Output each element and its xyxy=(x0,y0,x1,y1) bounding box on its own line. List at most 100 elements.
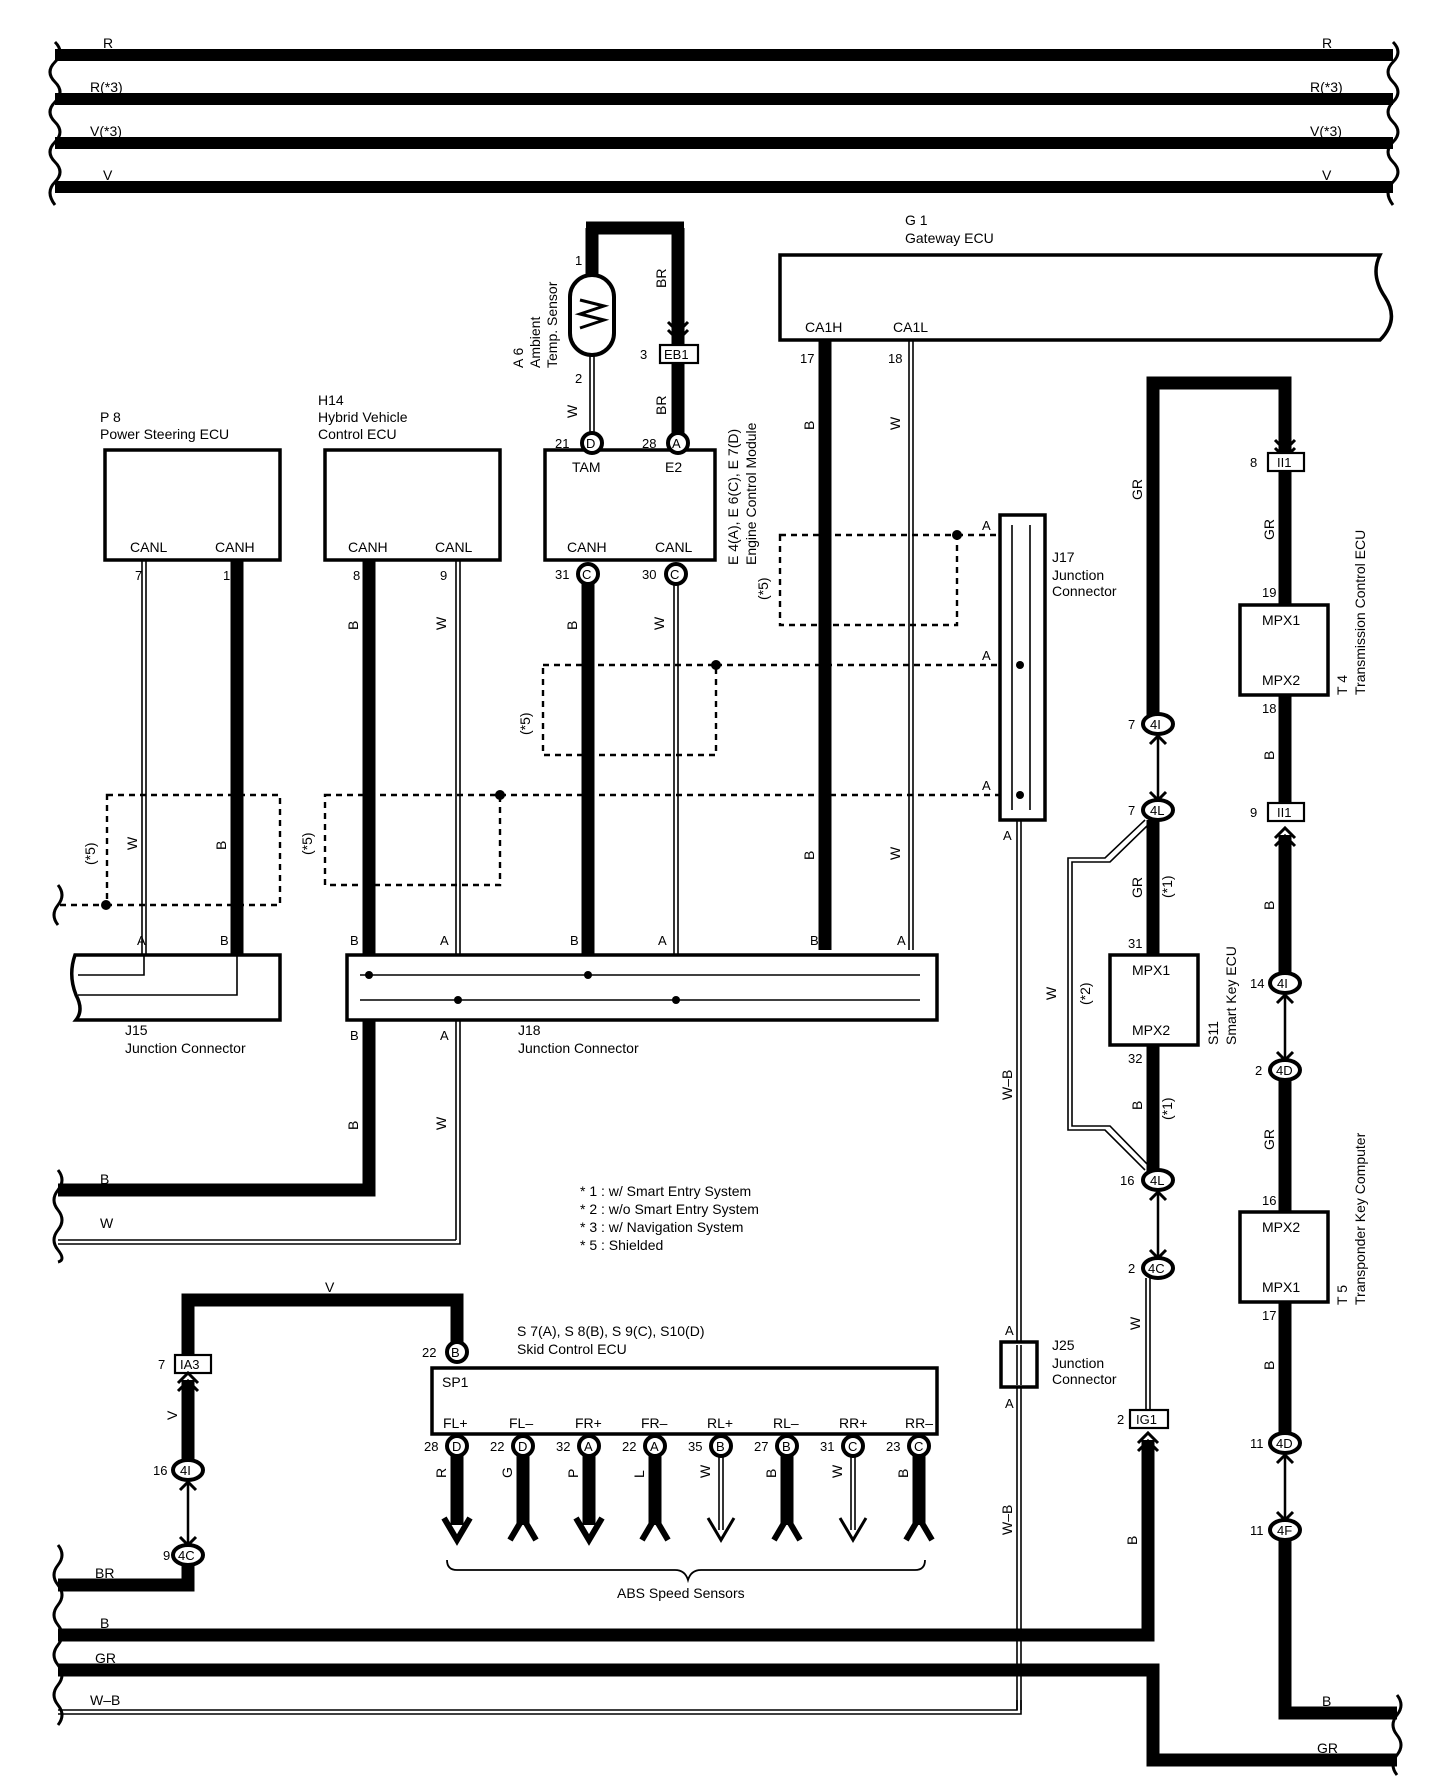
shield-ecm xyxy=(541,663,718,757)
component-id: J15 xyxy=(125,1022,148,1038)
pin-label: CA1L xyxy=(893,319,928,335)
sensor-arrow-icon xyxy=(507,1512,539,1542)
pin-label: CANH xyxy=(567,539,607,555)
wire-color: W xyxy=(1127,1316,1143,1330)
bus-label: W xyxy=(100,1215,114,1231)
pin-label: FR+ xyxy=(575,1415,602,1431)
pin-label: RL– xyxy=(773,1415,799,1431)
pin-number: 7 xyxy=(1128,803,1135,818)
pin-label: E2 xyxy=(665,459,682,475)
component-name: Junction xyxy=(1052,1355,1104,1371)
pin-number: 31 xyxy=(1128,936,1142,951)
legend-item: * 3 : w/ Navigation System xyxy=(580,1219,743,1235)
pin-letter: C xyxy=(848,1439,857,1454)
pin-label: RR– xyxy=(905,1415,933,1431)
pin-label: CANL xyxy=(130,539,168,555)
sensor-arrow-icon xyxy=(706,1517,736,1543)
connector-label: 4D xyxy=(1276,1063,1293,1078)
pin-number: 18 xyxy=(888,351,902,366)
pin-number: 7 xyxy=(1128,717,1135,732)
bus-label: B xyxy=(100,1171,109,1187)
bus-label: V xyxy=(103,167,113,183)
component-id: G 1 xyxy=(905,212,928,228)
wire-color: B xyxy=(1261,901,1277,910)
pin-number: 32 xyxy=(1128,1051,1142,1066)
pin-letter: A xyxy=(584,1439,593,1454)
pin-letter: D xyxy=(518,1439,527,1454)
pin-letter: A xyxy=(440,1028,449,1043)
pin-label: MPX1 xyxy=(1132,962,1170,978)
component-id: S 7(A), S 8(B), S 9(C), S10(D) xyxy=(517,1323,704,1339)
pin-number: 28 xyxy=(424,1439,438,1454)
top-bus-group: R R R(*3) R(*3) V(*3) V(*3) V V xyxy=(48,35,1400,206)
pin-number: 8 xyxy=(1250,455,1257,470)
component-name: Gateway ECU xyxy=(905,230,994,246)
bus-label: B xyxy=(1322,1693,1331,1709)
wire-color: W xyxy=(697,1464,713,1478)
gateway-ecu: G 1 Gateway ECU CA1H CA1L 17 18 xyxy=(778,212,1394,366)
pin-letter: A xyxy=(897,933,906,948)
wire-color: BR xyxy=(653,269,669,288)
pin-number: 35 xyxy=(688,1439,702,1454)
connector-label: 4L xyxy=(1150,803,1164,818)
pin-label: RR+ xyxy=(839,1415,867,1431)
pin-number: 9 xyxy=(163,1548,170,1563)
component-id: A 6 xyxy=(510,348,526,368)
pin-letter: B xyxy=(350,1028,359,1043)
wire-color: V xyxy=(164,1410,180,1420)
pin-letter: A xyxy=(982,648,991,663)
wire-color: W xyxy=(829,1464,845,1478)
pin-number: 11 xyxy=(1250,1523,1264,1538)
j18-junction-connector: B A B A B A B A J18 Junction Connector xyxy=(345,933,939,1056)
component-name: Junction xyxy=(1052,567,1104,583)
pin-letter: B xyxy=(782,1439,791,1454)
skid-pins: FL+D28RFL–D22GFR+A32PFR–A22LRL+B35WRL–B2… xyxy=(424,1415,935,1546)
component-id: J25 xyxy=(1052,1337,1075,1353)
wire-color: GR xyxy=(1129,479,1145,500)
pin-letter: B xyxy=(451,1345,460,1360)
left-v-wire: IA3 7 V 4I 16 4C 9 xyxy=(58,1353,213,1592)
connector-label: II1 xyxy=(1277,805,1291,820)
pin-label: MPX2 xyxy=(1262,1219,1300,1235)
pin-number: 22 xyxy=(422,1345,436,1360)
component-name: Transponder Key Computer xyxy=(1352,1132,1368,1305)
pin-label: FR– xyxy=(641,1415,668,1431)
pin-number: 7 xyxy=(135,568,142,583)
bus-label: GR xyxy=(95,1650,116,1666)
pin-label: MPX2 xyxy=(1132,1022,1170,1038)
component-id: T 4 xyxy=(1334,675,1350,695)
component-id: H14 xyxy=(318,392,344,408)
pin-label: CANH xyxy=(348,539,388,555)
component-name: Hybrid Vehicle xyxy=(318,409,408,425)
wire-color: B xyxy=(895,1469,911,1478)
pin-letter: C xyxy=(914,1439,923,1454)
connector-label: 4D xyxy=(1276,1436,1293,1451)
pin-number: 19 xyxy=(1262,585,1276,600)
wire-color: W–B xyxy=(999,1505,1015,1535)
pin-number: 1 xyxy=(575,253,582,268)
pin-circle xyxy=(709,1434,733,1458)
pin-letter: A xyxy=(1005,1323,1014,1338)
component-id: T 5 xyxy=(1334,1285,1350,1305)
pin-circle xyxy=(841,1434,865,1458)
component-name: Engine Control Module xyxy=(743,422,759,565)
pin-letter: A xyxy=(650,1439,659,1454)
bus-label: GR xyxy=(1317,1740,1338,1756)
pin-number: 18 xyxy=(1262,701,1276,716)
pin-letter: A xyxy=(137,933,146,948)
pin-number: 11 xyxy=(1250,1436,1264,1451)
wire-color: L xyxy=(631,1470,647,1478)
wire-color: GR xyxy=(1129,877,1145,898)
pin-number: 23 xyxy=(886,1439,900,1454)
wire-color: W xyxy=(433,1116,449,1130)
pin-number: 2 xyxy=(1117,1412,1124,1427)
pin-number: 17 xyxy=(800,351,814,366)
connector-label: 4C xyxy=(178,1548,195,1563)
component-name: Connector xyxy=(1052,583,1117,599)
wire-color: P xyxy=(565,1469,581,1478)
pin-label: FL+ xyxy=(443,1415,468,1431)
component-name: Skid Control ECU xyxy=(517,1341,627,1357)
connector-label: 4I xyxy=(1150,717,1161,732)
legend: * 1 : w/ Smart Entry System * 2 : w/o Sm… xyxy=(580,1183,759,1253)
pin-letter: C xyxy=(582,567,591,582)
